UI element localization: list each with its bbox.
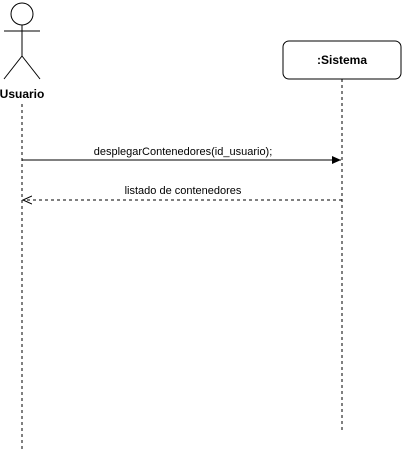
system-participant: :Sistema <box>282 40 402 80</box>
message-call: desplegarContenedores(id_usuario); <box>22 146 341 164</box>
actor-head-icon <box>10 2 34 26</box>
actor-label: Usuario <box>0 87 44 101</box>
message-call-label: desplegarContenedores(id_usuario); <box>94 146 273 158</box>
message-return: listado de contenedores <box>23 185 342 200</box>
message-return-label: listado de contenedores <box>125 185 242 197</box>
actor-usuario: Usuario <box>0 2 44 101</box>
actor-leg-left <box>3 55 23 80</box>
system-label: :Sistema <box>317 53 367 67</box>
actor-leg-right <box>21 55 41 80</box>
